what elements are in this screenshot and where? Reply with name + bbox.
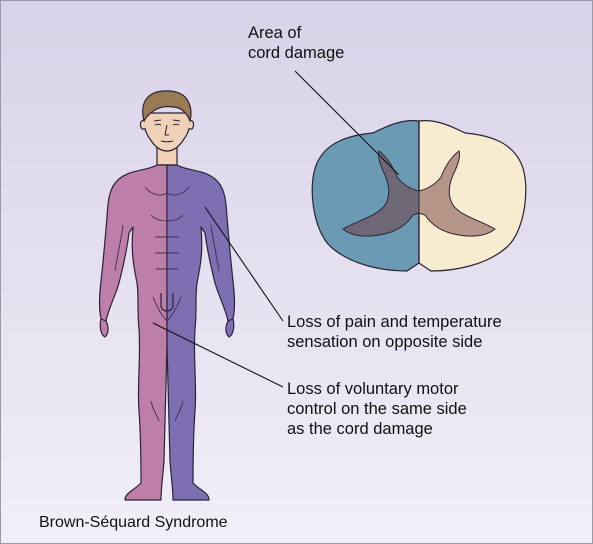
motor-control-label: Loss of voluntary motor control on the s…	[287, 379, 467, 439]
body-right-half	[167, 165, 235, 500]
motor-control-label-line-1: Loss of voluntary motor	[287, 379, 467, 399]
face	[144, 113, 190, 151]
spinal-cord-cross-section	[312, 121, 526, 271]
figure-caption: Brown-Séquard Syndrome	[39, 513, 228, 533]
pain-temperature-label-line-1: Loss of pain and temperature	[287, 312, 502, 332]
right-hand	[226, 319, 234, 337]
motor-control-label-line-2: control on the same side	[287, 399, 467, 419]
pain-temperature-label-line-2: sensation on opposite side	[287, 332, 502, 352]
cord-damage-label-line-1: Area of	[248, 23, 344, 43]
cord-damage-label-line-2: cord damage	[248, 43, 344, 63]
cord-damage-label: Area of cord damage	[248, 23, 344, 63]
body-left-half	[100, 165, 168, 500]
human-figure	[100, 91, 235, 500]
motor-control-label-line-3: as the cord damage	[287, 419, 467, 439]
pain-temperature-label: Loss of pain and temperature sensation o…	[287, 312, 502, 352]
left-hand	[100, 319, 108, 337]
